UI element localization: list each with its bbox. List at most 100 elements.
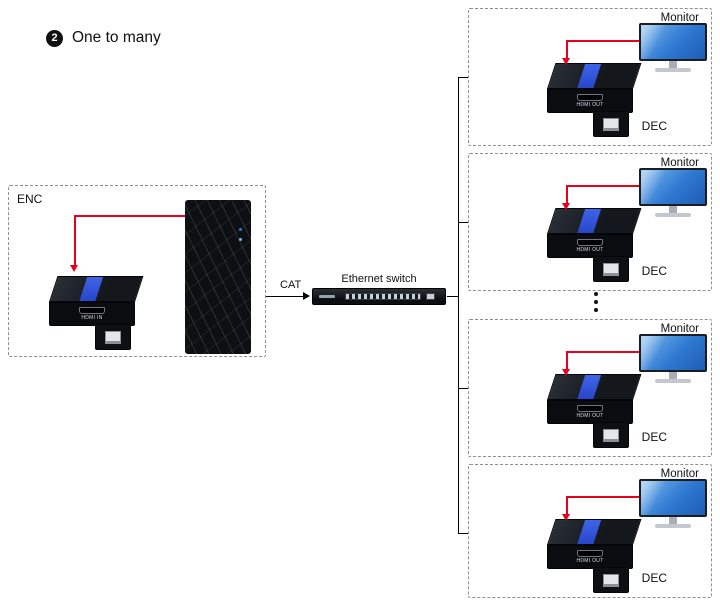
hdmi-cable-segment: [567, 40, 639, 42]
hdmi-cable-arrowhead: [562, 58, 570, 65]
device-front-face: HDMI IN: [49, 302, 135, 326]
hdmi-out-port: [577, 405, 603, 412]
ethernet-switch: [312, 288, 446, 305]
device-label-stripe: [576, 209, 602, 233]
device-front-face: HDMI OUT: [547, 545, 633, 569]
cat-cable-line: [266, 296, 308, 297]
hdmi-cable-segment: [75, 215, 185, 217]
rj45-port: [603, 262, 619, 276]
cat-cable-arrowhead: [303, 292, 310, 300]
connector-branch-2: [458, 222, 468, 223]
device-label-stripe: [78, 277, 104, 301]
pc-pattern: [185, 200, 251, 354]
monitor-stand: [669, 372, 677, 379]
hdmi-out-port-label: HDMI OUT: [576, 413, 604, 419]
lan-module: [593, 111, 629, 137]
connector-branch-1: [458, 77, 468, 78]
monitor-base: [655, 379, 691, 383]
monitor-label: Monitor: [660, 12, 699, 24]
dec-group-box-3: Monitor HDMI OUT DEC: [468, 319, 712, 457]
hdmi-out-port: [577, 94, 603, 101]
hdmi-cable-arrowhead: [562, 203, 570, 210]
switch-brand-mark: [319, 295, 335, 298]
dec-label: DEC: [641, 571, 667, 585]
monitor-stand: [669, 517, 677, 524]
hdmi-out-port-label: HDMI OUT: [576, 558, 604, 564]
encoder-device: HDMI IN: [37, 272, 149, 350]
device-front-face: HDMI OUT: [547, 89, 633, 113]
hdmi-cable-segment: [567, 185, 639, 187]
monitor-screen: [639, 23, 707, 61]
more-units-ellipsis: [594, 292, 598, 312]
hdmi-in-port-label: HDMI IN: [81, 315, 103, 321]
monitor-screen: [639, 479, 707, 517]
hdmi-cable-segment: [566, 185, 568, 205]
hdmi-in-port: [79, 307, 105, 314]
decoder-device: HDMI OUT: [535, 515, 647, 593]
monitor-label: Monitor: [660, 468, 699, 480]
device-label-stripe: [576, 64, 602, 88]
device-top-face: [547, 374, 642, 400]
hdmi-out-port: [577, 239, 603, 246]
pc-usb-led: [239, 238, 242, 241]
switch-uplink-port: [426, 293, 435, 300]
decoder-device: HDMI OUT: [535, 59, 647, 137]
hdmi-cable-segment: [566, 351, 568, 371]
cat-cable-label: CAT: [280, 279, 302, 291]
dec-group-box-1: Monitor HDMI OUT DEC: [468, 8, 712, 146]
dec-group-box-4: Monitor HDMI OUT DEC: [468, 464, 712, 598]
lan-module: [593, 422, 629, 448]
device-top-face: [547, 63, 642, 89]
connector-line-switch-to-trunk: [447, 296, 458, 297]
decoder-device: HDMI OUT: [535, 204, 647, 282]
monitor: [639, 479, 707, 531]
monitor: [639, 168, 707, 220]
decoder-device: HDMI OUT: [535, 370, 647, 448]
monitor-base: [655, 68, 691, 72]
monitor-stand: [669, 61, 677, 68]
hdmi-cable-arrowhead: [70, 265, 78, 272]
connector-branch-4: [458, 533, 468, 534]
dec-label: DEC: [641, 119, 667, 133]
rj45-port: [105, 330, 121, 344]
monitor-base: [655, 213, 691, 217]
monitor-label: Monitor: [660, 323, 699, 335]
dec-label: DEC: [641, 264, 667, 278]
hdmi-cable-arrowhead: [562, 369, 570, 376]
title-text: One to many: [72, 29, 161, 46]
dec-label: DEC: [641, 430, 667, 444]
monitor: [639, 23, 707, 75]
hdmi-cable-segment: [567, 496, 639, 498]
hdmi-out-port-label: HDMI OUT: [576, 247, 604, 253]
hdmi-cable-segment: [74, 215, 76, 267]
monitor-label: Monitor: [660, 157, 699, 169]
monitor: [639, 334, 707, 386]
rj45-port: [603, 117, 619, 131]
device-label-stripe: [576, 520, 602, 544]
monitor-screen: [639, 334, 707, 372]
connector-branch-3: [458, 388, 468, 389]
rj45-port: [603, 428, 619, 442]
device-top-face: [49, 276, 144, 302]
diagram-title: 2 One to many: [46, 29, 161, 47]
pc-tower: [185, 200, 251, 354]
hdmi-out-port-label: HDMI OUT: [576, 102, 604, 108]
device-label-stripe: [576, 375, 602, 399]
hdmi-cable-arrowhead: [562, 514, 570, 521]
device-top-face: [547, 519, 642, 545]
hdmi-cable-segment: [566, 496, 568, 516]
rj45-port: [603, 573, 619, 587]
lan-module: [593, 567, 629, 593]
dec-group-box-2: Monitor HDMI OUT DEC: [468, 153, 712, 291]
ethernet-switch-label: Ethernet switch: [341, 273, 417, 285]
lan-module: [95, 324, 131, 350]
monitor-stand: [669, 206, 677, 213]
enc-group-box: ENC HDMI IN: [8, 185, 266, 357]
device-top-face: [547, 208, 642, 234]
monitor-screen: [639, 168, 707, 206]
device-front-face: HDMI OUT: [547, 400, 633, 424]
step-number-badge: 2: [46, 29, 63, 47]
hdmi-cable-segment: [567, 351, 639, 353]
monitor-base: [655, 524, 691, 528]
